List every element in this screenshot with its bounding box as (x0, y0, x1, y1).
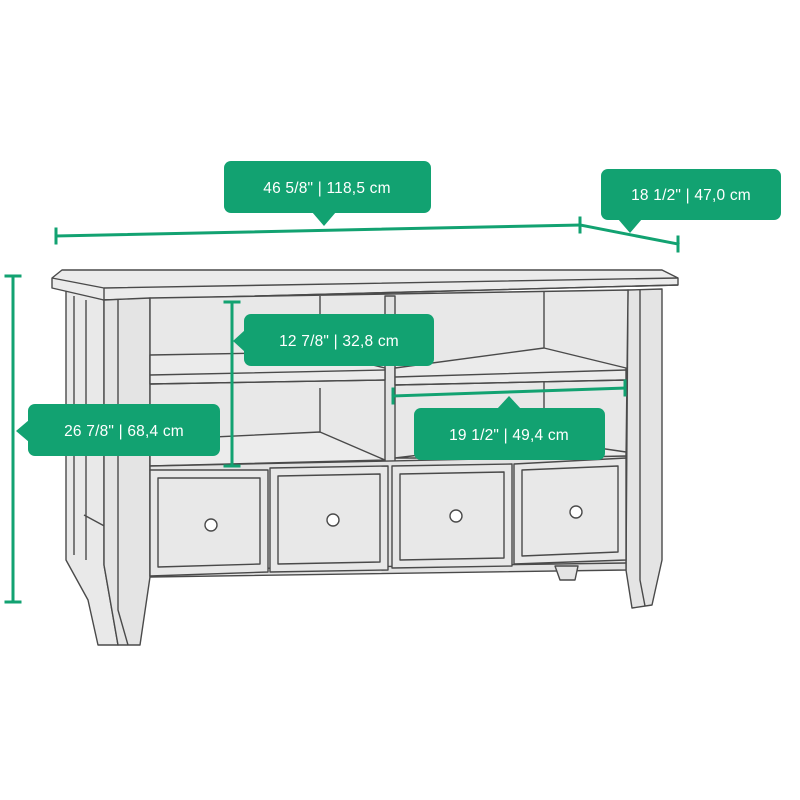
shelf-width-line (391, 386, 627, 398)
shelf-width-label: 19 1/2" | 49,4 cm (449, 427, 569, 444)
drawer-knob (449, 509, 463, 523)
drawer-knob (326, 513, 340, 527)
dimension-lines (4, 216, 680, 604)
depth-label: 18 1/2" | 47,0 cm (631, 187, 751, 204)
right-back-leg (554, 565, 579, 581)
right-leg-bevel (639, 290, 646, 607)
drawer-knob (569, 505, 583, 519)
callout-depth: 18 1/2" | 47,0 cm (601, 169, 781, 233)
depth-line (578, 223, 680, 246)
drawer-knob (204, 518, 218, 532)
height-label: 26 7/8" | 68,4 cm (64, 423, 184, 440)
right-front-leg (625, 288, 663, 609)
drawer-2 (269, 465, 389, 573)
callout-shelf-height: 12 7/8" | 32,8 cm (233, 314, 434, 366)
callout-shelf-width: 19 1/2" | 49,4 cm (414, 396, 605, 460)
top-surface (51, 269, 679, 301)
left-front-leg (103, 297, 151, 646)
width-label: 46 5/8" | 118,5 cm (263, 180, 390, 197)
callout-height: 26 7/8" | 68,4 cm (16, 404, 220, 456)
shelf-height-label: 12 7/8" | 32,8 cm (279, 333, 399, 350)
drawer-1 (149, 469, 269, 577)
right-shelf-front (394, 369, 627, 386)
drawer-4 (513, 457, 627, 565)
top-left-edge (51, 277, 105, 289)
left-shelf-front (149, 369, 386, 385)
width-line (54, 223, 582, 238)
callout-width: 46 5/8" | 118,5 cm (224, 161, 431, 226)
drawer-3 (391, 463, 513, 569)
left-leg-bevel (117, 300, 129, 646)
